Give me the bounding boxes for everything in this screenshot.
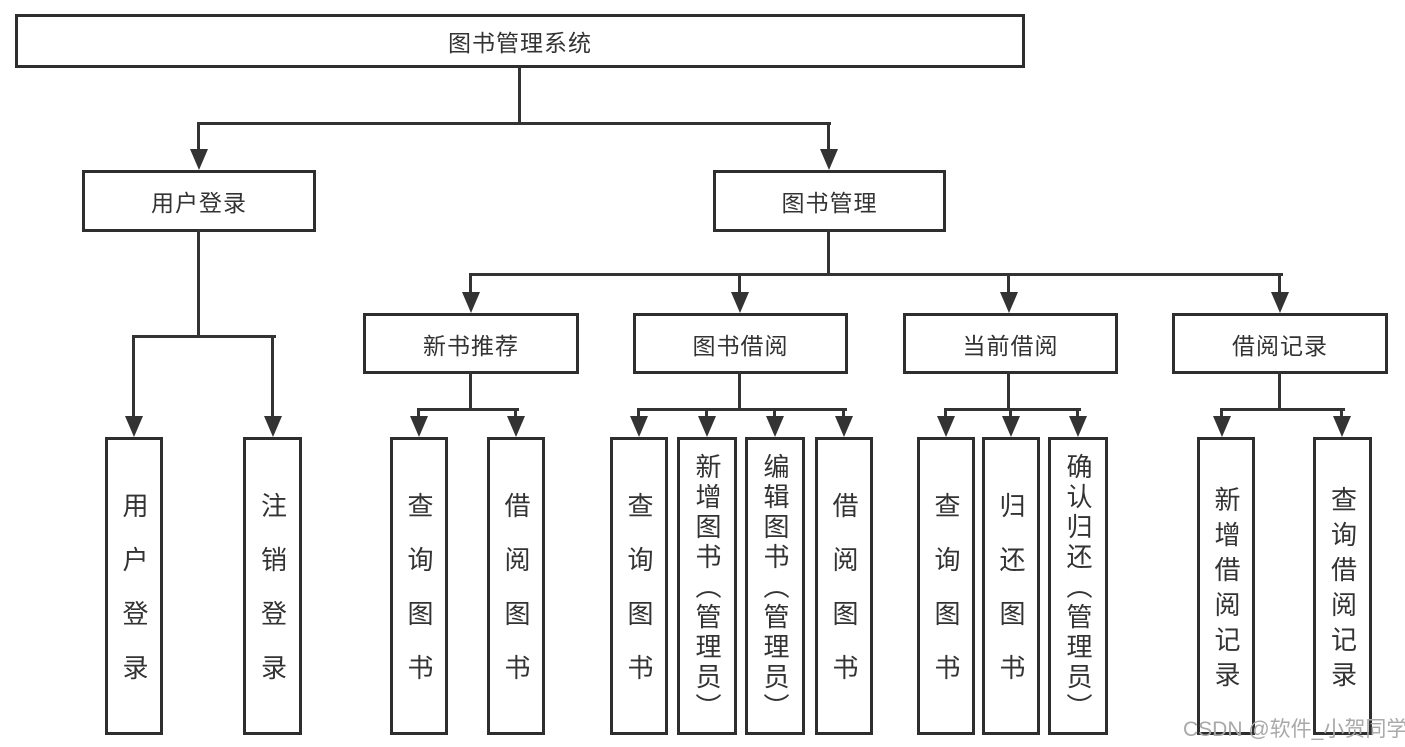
arrowhead-to-user-login-icon [190, 149, 208, 170]
connector-to-new-book-recommend-stem [469, 273, 472, 294]
arrowhead-to-leaf-cb-query-icon [937, 416, 955, 437]
leaf-logout: 注销登录 [243, 437, 302, 735]
node-new-book-recommend-label: 新书推荐 [423, 332, 519, 359]
node-new-book-recommend: 新书推荐 [363, 313, 579, 374]
arrowhead-to-leaf-rec-query-icon [410, 416, 428, 437]
csdn-watermark: CSDN @软件_小贺同学 [1183, 718, 1405, 741]
arrowhead-to-book-management-icon [820, 149, 838, 170]
leaf-recommend-query-books: 查询图书 [390, 437, 448, 735]
arrowhead-to-borrow-records-icon [1271, 292, 1289, 313]
connector-to-leaf-bb-add-stem [705, 408, 708, 418]
leaf-borrow-add-books-admin: 新增图书（管理员） [677, 437, 737, 735]
leaf-current-confirm-return-admin-label: 确认归还（管理员） [1063, 453, 1093, 723]
connector-to-leaf-logout-stem [271, 335, 274, 418]
node-root-label: 图书管理系统 [448, 30, 592, 56]
arrowhead-to-leaf-bb-add-icon [698, 416, 716, 437]
connector-borrow-records-branch [1220, 408, 1345, 411]
connector-book-borrow-stub [738, 371, 741, 411]
arrowhead-to-leaf-cb-confirm-icon [1069, 416, 1087, 437]
connector-to-leaf-bb-borrow-stem [842, 408, 845, 418]
arrowhead-to-leaf-br-query-icon [1333, 416, 1351, 437]
leaf-current-query-books-label: 查询图书 [931, 492, 961, 708]
connector-to-leaf-br-query-stem [1340, 408, 1343, 418]
leaf-records-add-record: 新增借阅记录 [1197, 437, 1255, 735]
node-book-management-label: 图书管理 [781, 190, 878, 216]
arrowhead-to-leaf-logout-icon [264, 416, 282, 437]
leaf-user-login-label: 用户登录 [119, 492, 149, 708]
leaf-current-confirm-return-admin: 确认归还（管理员） [1048, 437, 1108, 735]
leaf-user-login: 用户登录 [105, 437, 163, 735]
leaf-borrow-query-books: 查询图书 [610, 437, 668, 735]
connector-to-borrow-records-stem [1278, 273, 1281, 294]
leaf-recommend-borrow-books-label: 借阅图书 [501, 492, 531, 708]
connector-to-leaf-br-add-stem [1220, 408, 1223, 418]
connector-current-borrow-branch [944, 408, 1081, 411]
leaf-recommend-borrow-books: 借阅图书 [487, 437, 545, 735]
leaf-borrow-add-books-admin-label: 新增图书（管理员） [692, 453, 722, 723]
node-borrow-records: 借阅记录 [1172, 313, 1388, 374]
connector-to-leaf-bb-query-stem [637, 408, 640, 418]
leaf-records-add-record-label: 新增借阅记录 [1211, 485, 1241, 696]
leaf-current-query-books: 查询图书 [917, 437, 975, 735]
arrowhead-to-leaf-bb-edit-icon [766, 416, 784, 437]
node-user-login-label: 用户登录 [151, 190, 247, 216]
leaf-logout-label: 注销登录 [257, 492, 288, 708]
connector-to-leaf-rec-query-stem [417, 408, 420, 418]
node-borrow-records-label: 借阅记录 [1232, 332, 1328, 359]
connector-book-borrow-branch [637, 408, 847, 411]
arrowhead-to-leaf-bb-query-icon [630, 416, 648, 437]
connector-book-management-branch [469, 273, 1283, 276]
connector-current-borrow-stub [1007, 371, 1010, 411]
leaf-current-return-books-label: 归还图书 [996, 492, 1026, 708]
leaf-current-return-books: 归还图书 [982, 437, 1040, 735]
connector-root-stub [518, 68, 521, 125]
connector-new-book-recommend-stub [469, 371, 472, 411]
connector-borrow-records-stub [1278, 371, 1281, 411]
node-book-borrow: 图书借阅 [633, 313, 848, 374]
connector-user-login-stub [197, 229, 200, 338]
connector-to-leaf-bb-edit-stem [773, 408, 776, 418]
node-user-login: 用户登录 [82, 170, 316, 232]
leaf-records-query-record: 查询借阅记录 [1313, 437, 1372, 735]
node-current-borrow: 当前借阅 [903, 313, 1118, 374]
arrowhead-to-leaf-br-add-icon [1213, 416, 1231, 437]
arrowhead-to-current-borrow-icon [1000, 292, 1018, 313]
leaf-recommend-query-books-label: 查询图书 [404, 492, 434, 708]
connector-new-book-recommend-branch [417, 408, 519, 411]
arrowhead-to-leaf-cb-return-icon [1002, 416, 1020, 437]
leaf-borrow-query-books-label: 查询图书 [624, 492, 654, 708]
arrowhead-to-leaf-rec-borrow-icon [507, 416, 525, 437]
leaf-borrow-borrow-books-label: 借阅图书 [829, 492, 859, 708]
leaf-borrow-borrow-books: 借阅图书 [815, 437, 873, 735]
connector-to-book-borrow-stem [738, 273, 741, 294]
connector-user-login-branch [132, 335, 276, 338]
node-root: 图书管理系统 [15, 14, 1025, 68]
connector-to-current-borrow-stem [1007, 273, 1010, 294]
node-book-borrow-label: 图书借阅 [692, 332, 789, 359]
node-current-borrow-label: 当前借阅 [962, 332, 1059, 359]
connector-book-management-stub [827, 229, 830, 276]
connector-to-leaf-cb-return-stem [1009, 408, 1012, 418]
arrowhead-to-leaf-user-login-icon [125, 416, 143, 437]
arrowhead-to-new-book-recommend-icon [462, 292, 480, 313]
connector-to-leaf-rec-borrow-stem [514, 408, 517, 418]
connector-to-leaf-cb-query-stem [944, 408, 947, 418]
leaf-borrow-edit-books-admin-label: 编辑图书（管理员） [760, 453, 790, 723]
connector-to-leaf-cb-confirm-stem [1076, 408, 1079, 418]
arrowhead-to-leaf-bb-borrow-icon [835, 416, 853, 437]
arrowhead-to-book-borrow-icon [731, 292, 749, 313]
connector-to-user-login-stem [197, 122, 200, 151]
connector-to-leaf-user-login-stem [132, 335, 135, 418]
connector-to-book-management-stem [827, 122, 830, 151]
leaf-records-query-record-label: 查询借阅记录 [1327, 485, 1358, 696]
leaf-borrow-edit-books-admin: 编辑图书（管理员） [745, 437, 805, 735]
node-book-management: 图书管理 [713, 170, 946, 232]
connector-root-branch [197, 122, 831, 125]
